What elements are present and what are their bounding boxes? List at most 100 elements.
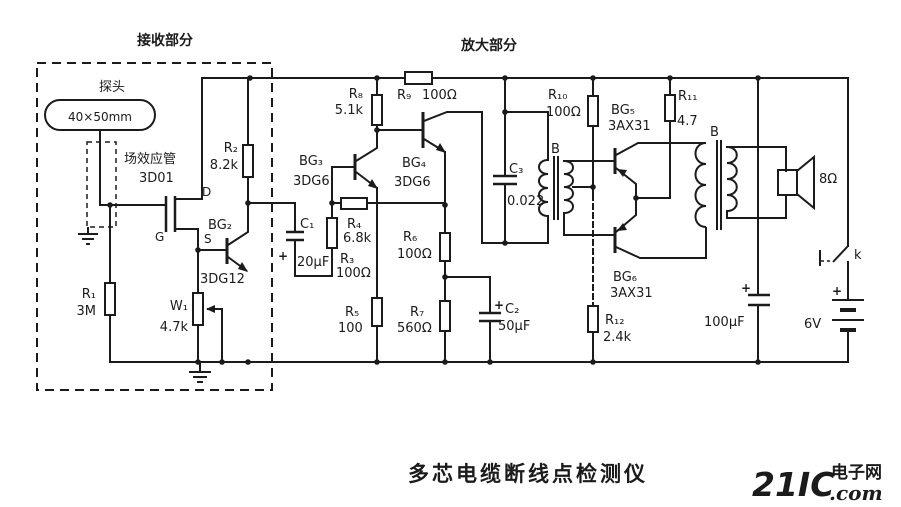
potentiometer-w1 (192, 292, 204, 326)
capacitor-c2 (479, 311, 501, 323)
r11-name: R₁₁ (678, 89, 697, 104)
bg4-model: 3DG6 (394, 175, 431, 190)
battery-plus-label: + (832, 284, 842, 298)
r2-value: 8.2k (210, 158, 239, 173)
speaker-impedance-label: 8Ω (819, 172, 837, 187)
r10-value: 100Ω (546, 105, 581, 120)
watermark-site: 电子网 (831, 462, 882, 483)
c1-value: 20μF (297, 255, 329, 270)
c3-name: C₃ (509, 162, 523, 177)
r8-value: 5.1k (335, 103, 364, 118)
ground-icon (78, 227, 98, 245)
transistor-bg3 (353, 130, 378, 189)
resistor-r3 (326, 217, 338, 249)
resistor-r5 (371, 297, 383, 327)
w1-value: 4.7k (160, 320, 189, 335)
r9-value: 100Ω (422, 88, 457, 103)
capacitors-group (286, 174, 770, 323)
resistor-r12 (587, 305, 599, 333)
resistor-r7 (439, 300, 451, 332)
c2-polarity: + (494, 298, 504, 312)
probe-oval (44, 99, 156, 131)
r6-value: 100Ω (397, 247, 432, 262)
potentiometer-wiper-arrow (206, 305, 215, 313)
resistor-bodies (104, 71, 676, 333)
bg3-name: BG₃ (299, 154, 323, 169)
transformer-interstage-icon (538, 156, 574, 220)
bg6-name: BG₆ (613, 270, 637, 285)
w1-name: W₁ (170, 299, 188, 314)
bg5-name: BG₅ (611, 103, 635, 118)
r12-name: R₁₂ (605, 313, 624, 328)
resistor-r1 (104, 282, 116, 316)
c1-name: C₁ (300, 217, 314, 232)
probe-shield-box (86, 141, 117, 228)
speaker-icon (777, 154, 815, 211)
watermark-brand: 21IC (752, 465, 834, 504)
bg3-model: 3DG6 (293, 174, 330, 189)
resistor-r9 (404, 71, 433, 85)
junction-dots (107, 75, 761, 365)
fet-type-label: 场效应管 (124, 151, 176, 167)
r5-value: 100 (338, 321, 363, 336)
r9-name: R₉ (397, 88, 411, 103)
battery-icon (832, 299, 864, 332)
resistor-r10 (587, 95, 599, 127)
resistor-r2 (242, 144, 254, 178)
fet-3d01-symbol (164, 196, 202, 232)
r5-name: R₅ (345, 305, 359, 320)
c4-value: 100μF (704, 315, 745, 330)
page-title: 多芯电缆断线点检测仪 (408, 461, 648, 486)
r7-name: R₇ (410, 305, 424, 320)
fet-source-label: S (204, 232, 212, 246)
c3-value: 0.022 (507, 194, 544, 209)
transformer-output-label: B (710, 125, 719, 140)
transformer-interstage-label: B (551, 142, 560, 157)
probe-label: 探头 (99, 80, 125, 95)
resistor-r6 (439, 232, 451, 262)
transformer-output-icon (694, 140, 738, 230)
r4-value: 6.8k (343, 231, 372, 246)
r11-value: 4.7 (677, 114, 698, 129)
switch-icon (819, 245, 849, 266)
r12-value: 2.4k (603, 330, 632, 345)
r3-value: 100Ω (336, 266, 371, 281)
bg5-model: 3AX31 (608, 119, 651, 134)
r1-value: 3M (77, 304, 97, 319)
capacitor-c3 (493, 174, 517, 186)
fet-drain-label: D (202, 185, 211, 199)
transistor-bg2 (225, 203, 249, 272)
amplifier-section-label: 放大部分 (460, 37, 517, 54)
r6-name: R₆ (403, 230, 417, 245)
c2-name: C₂ (505, 302, 519, 317)
receiver-section-box (36, 62, 273, 391)
r1-name: R₁ (82, 287, 96, 302)
ground-icon (189, 362, 211, 383)
transistor-bg4 (421, 112, 446, 153)
capacitor-c1 (286, 230, 304, 242)
probe-size-label: 40×50mm (68, 110, 132, 124)
watermark-domain: .com (829, 481, 883, 505)
r10-name: R₁₀ (548, 88, 567, 103)
receiver-section-label: 接收部分 (137, 32, 193, 49)
fet-model-label: 3D01 (139, 171, 174, 186)
bg4-name: BG₄ (402, 156, 426, 171)
transistor-bg6 (613, 198, 707, 259)
fet-gate-label: G (155, 230, 164, 244)
watermark-logo: 21IC 电子网 .com (752, 462, 883, 505)
transistor-bg5 (613, 142, 706, 198)
r7-value: 560Ω (397, 321, 432, 336)
r3-name: R₃ (340, 252, 354, 267)
bg6-model: 3AX31 (610, 286, 653, 301)
c2-value: 50μF (498, 319, 530, 334)
c4-polarity: + (741, 281, 751, 295)
resistor-r8 (371, 94, 383, 126)
bg2-model: 3DG12 (200, 272, 245, 287)
capacitor-100uf (748, 293, 770, 307)
bg2-name: BG₂ (208, 218, 232, 233)
resistor-r4 (340, 197, 368, 210)
battery-voltage-label: 6V (804, 317, 821, 332)
switch-label: k (854, 248, 862, 263)
